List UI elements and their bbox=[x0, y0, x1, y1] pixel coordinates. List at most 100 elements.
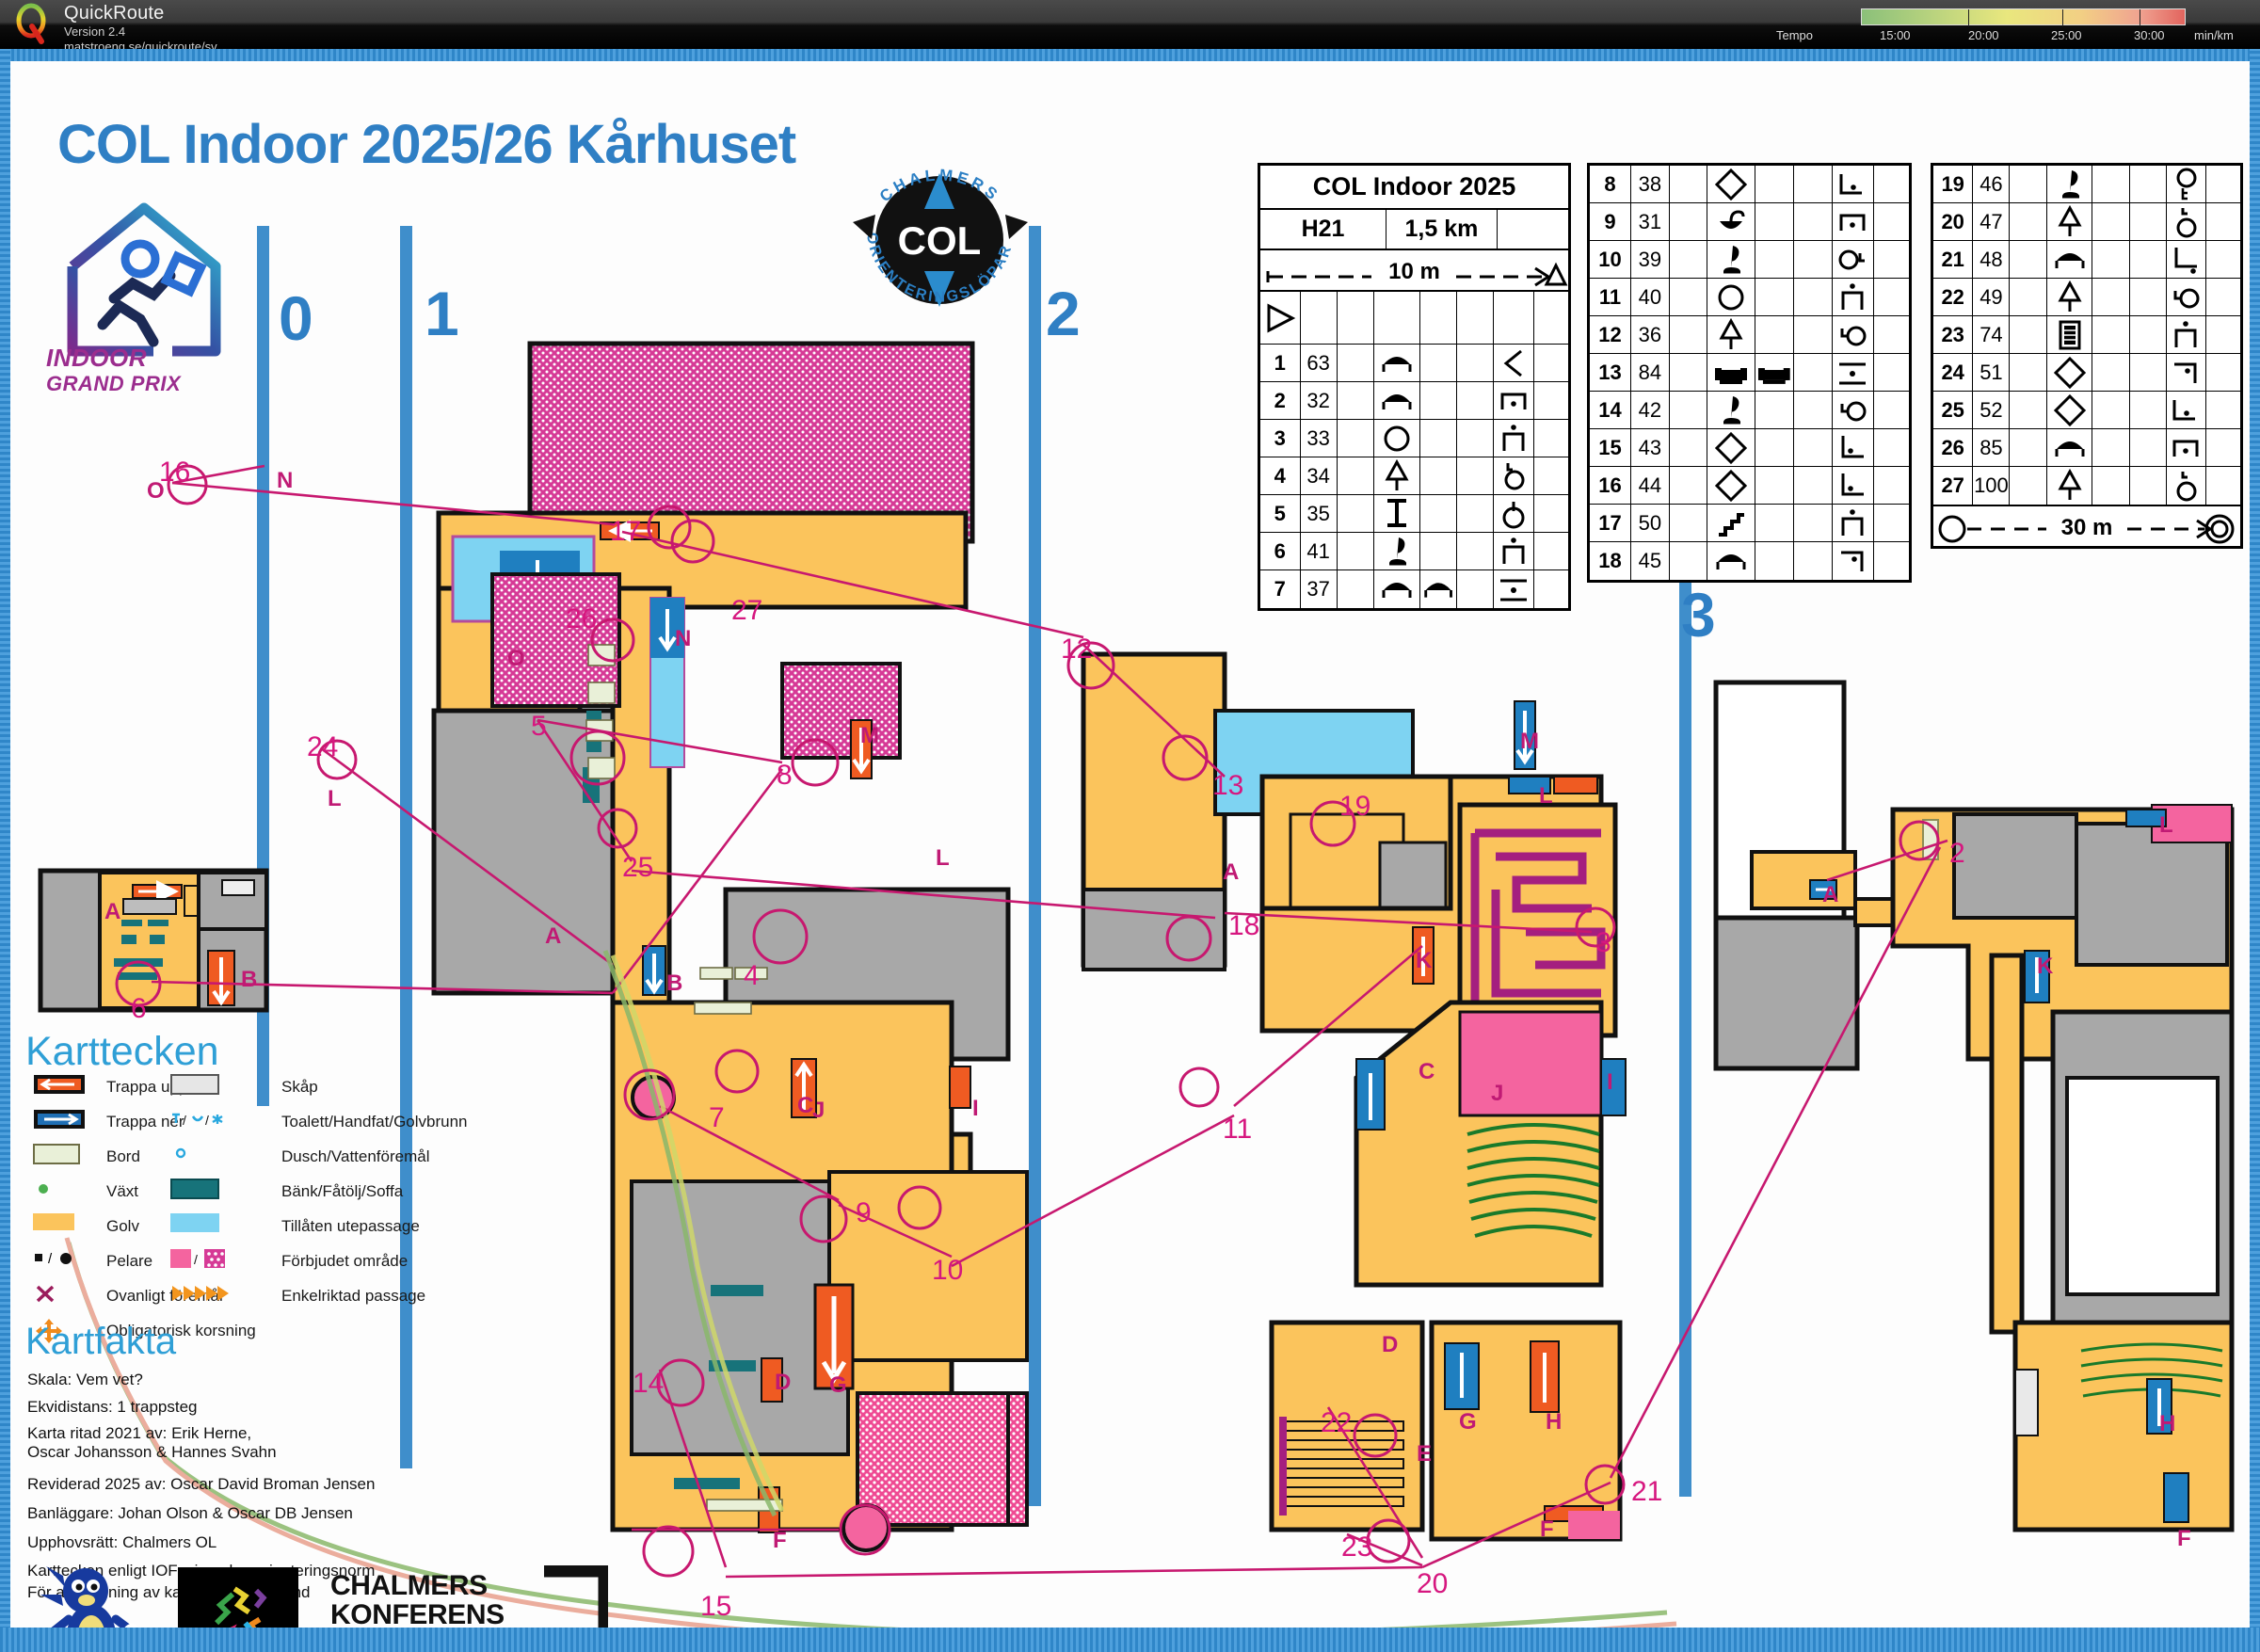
stair-letter-label: N bbox=[675, 626, 692, 651]
cd-col-C bbox=[1338, 420, 1374, 457]
cd-control-code: 40 bbox=[1631, 279, 1670, 315]
stairs-up-swatch bbox=[33, 1074, 86, 1099]
map-control-label: 26 bbox=[566, 603, 598, 634]
cd-col-E bbox=[1755, 316, 1794, 353]
cd-col-C bbox=[1670, 166, 1708, 202]
col-badge-center: COL bbox=[898, 218, 982, 263]
x-cross-swatch bbox=[33, 1283, 57, 1308]
table-icon bbox=[1382, 356, 1412, 372]
cd-col-C bbox=[1670, 203, 1708, 240]
cd-col-E bbox=[1755, 467, 1794, 504]
stair-letter-label: F bbox=[773, 1528, 787, 1553]
tempo-label: Tempo bbox=[1776, 28, 1814, 42]
bench-swatch bbox=[170, 1179, 219, 1204]
cd-col-H bbox=[1534, 457, 1568, 494]
map-control-label: 7 bbox=[709, 1102, 725, 1133]
cd-col-H bbox=[1534, 345, 1568, 381]
cd-col-D bbox=[1707, 505, 1756, 541]
cd-col-E bbox=[1755, 354, 1794, 391]
stair-letter-label: I bbox=[972, 1096, 979, 1121]
cd-col-H bbox=[1534, 382, 1568, 419]
start-triangle-icon bbox=[1260, 292, 1301, 344]
cd-col-E bbox=[1755, 542, 1794, 580]
cd-col-C bbox=[2010, 354, 2047, 391]
west-side-icon bbox=[1503, 349, 1523, 377]
circle-L-right-icon bbox=[1838, 249, 1866, 269]
map-control-label: 16 bbox=[159, 457, 191, 488]
legend-item-label: Enkelriktad passage bbox=[281, 1287, 426, 1305]
cd-col-G bbox=[1833, 316, 1874, 353]
cd-col-D bbox=[2047, 316, 2093, 353]
stair-letter-label: H bbox=[2159, 1411, 2176, 1436]
diamond-icon bbox=[2053, 356, 2086, 389]
legend-item-label: Bänk/Fåtölj/Soffa bbox=[281, 1182, 404, 1200]
cd-col-D bbox=[2047, 467, 2093, 505]
table-icon bbox=[1382, 393, 1412, 409]
cd-col-E bbox=[1420, 382, 1458, 419]
L-circle-icon bbox=[2173, 288, 2200, 308]
cd-blank bbox=[1374, 292, 1421, 344]
cd-start-row bbox=[1260, 292, 1568, 345]
legend-item-label: Trappa ner bbox=[106, 1113, 184, 1131]
cd-col-C bbox=[2010, 241, 2047, 278]
cd-col-D bbox=[1707, 203, 1756, 240]
floor-number-0: 0 bbox=[279, 283, 313, 353]
cd-col-G bbox=[2167, 467, 2207, 505]
map-control-label: 2 bbox=[1949, 838, 1965, 869]
circle-icon bbox=[1384, 425, 1410, 451]
floor-number-1: 1 bbox=[425, 279, 459, 348]
cd-col-D bbox=[1707, 166, 1756, 202]
cd-col-F bbox=[2130, 467, 2167, 505]
stairs-down-swatch bbox=[33, 1109, 86, 1134]
cd-col-H bbox=[2206, 354, 2240, 391]
cd-col-H bbox=[1874, 203, 1909, 240]
cd-control-number: 19 bbox=[1933, 166, 1974, 202]
control-description-table-1: COL Indoor 2025 H21 1,5 km 10 m bbox=[1258, 163, 1571, 611]
cd-control-number: 17 bbox=[1590, 505, 1632, 541]
cd-finish-scale-label: 30 m bbox=[2055, 515, 2119, 541]
cd-blank bbox=[1457, 292, 1495, 344]
cd-col-G bbox=[1494, 382, 1534, 419]
diamond-icon bbox=[1715, 168, 1748, 200]
cd-col-E bbox=[1755, 279, 1794, 315]
cd-control-number: 14 bbox=[1590, 392, 1632, 428]
cd-col-C bbox=[1670, 241, 1708, 278]
cd-col-F bbox=[2130, 429, 2167, 466]
cd-control-number: 23 bbox=[1933, 316, 1974, 353]
corner-bottom-dot-icon bbox=[2174, 247, 2198, 274]
cd-col-D bbox=[1707, 467, 1756, 504]
cd-control-code: 34 bbox=[1301, 457, 1338, 494]
map-control-label: 9 bbox=[856, 1197, 872, 1228]
cd-control-number: 9 bbox=[1590, 203, 1632, 240]
legend-item-label: Obligatorisk korsning bbox=[106, 1322, 256, 1339]
circle-L-above-icon bbox=[2176, 207, 2197, 237]
cd-col-G bbox=[2167, 429, 2207, 466]
cd-control-code: 48 bbox=[1973, 241, 2011, 278]
stair-letter-label: H bbox=[1546, 1409, 1563, 1435]
cd-col-H bbox=[1874, 279, 1909, 315]
legend-item-label: Ovanligt föremål bbox=[106, 1287, 223, 1305]
igp-logo-line2: GRAND PRIX bbox=[46, 372, 182, 395]
orienteering-map-artwork bbox=[38, 226, 2235, 1628]
app-title: QuickRoute bbox=[64, 3, 165, 24]
cd-col-E bbox=[1755, 505, 1794, 541]
tempo-tick-3: 25:00 bbox=[2051, 28, 2082, 42]
col-club-badge: COL CHALMERS ORIENTERINGSLÖPARE bbox=[843, 141, 1028, 307]
cd-blank bbox=[1301, 292, 1338, 344]
cd-control-number: 11 bbox=[1590, 279, 1632, 315]
cd-col-D bbox=[2047, 354, 2093, 391]
map-control-label: 8 bbox=[777, 760, 793, 791]
cd-col-H bbox=[2206, 241, 2240, 278]
map-control-label: 22 bbox=[1321, 1407, 1353, 1438]
cd-col-F bbox=[1457, 382, 1495, 419]
app-version: Version 2.4 bbox=[64, 24, 126, 39]
toilet-icon bbox=[2061, 169, 2079, 198]
cd-climb bbox=[1498, 210, 1568, 249]
